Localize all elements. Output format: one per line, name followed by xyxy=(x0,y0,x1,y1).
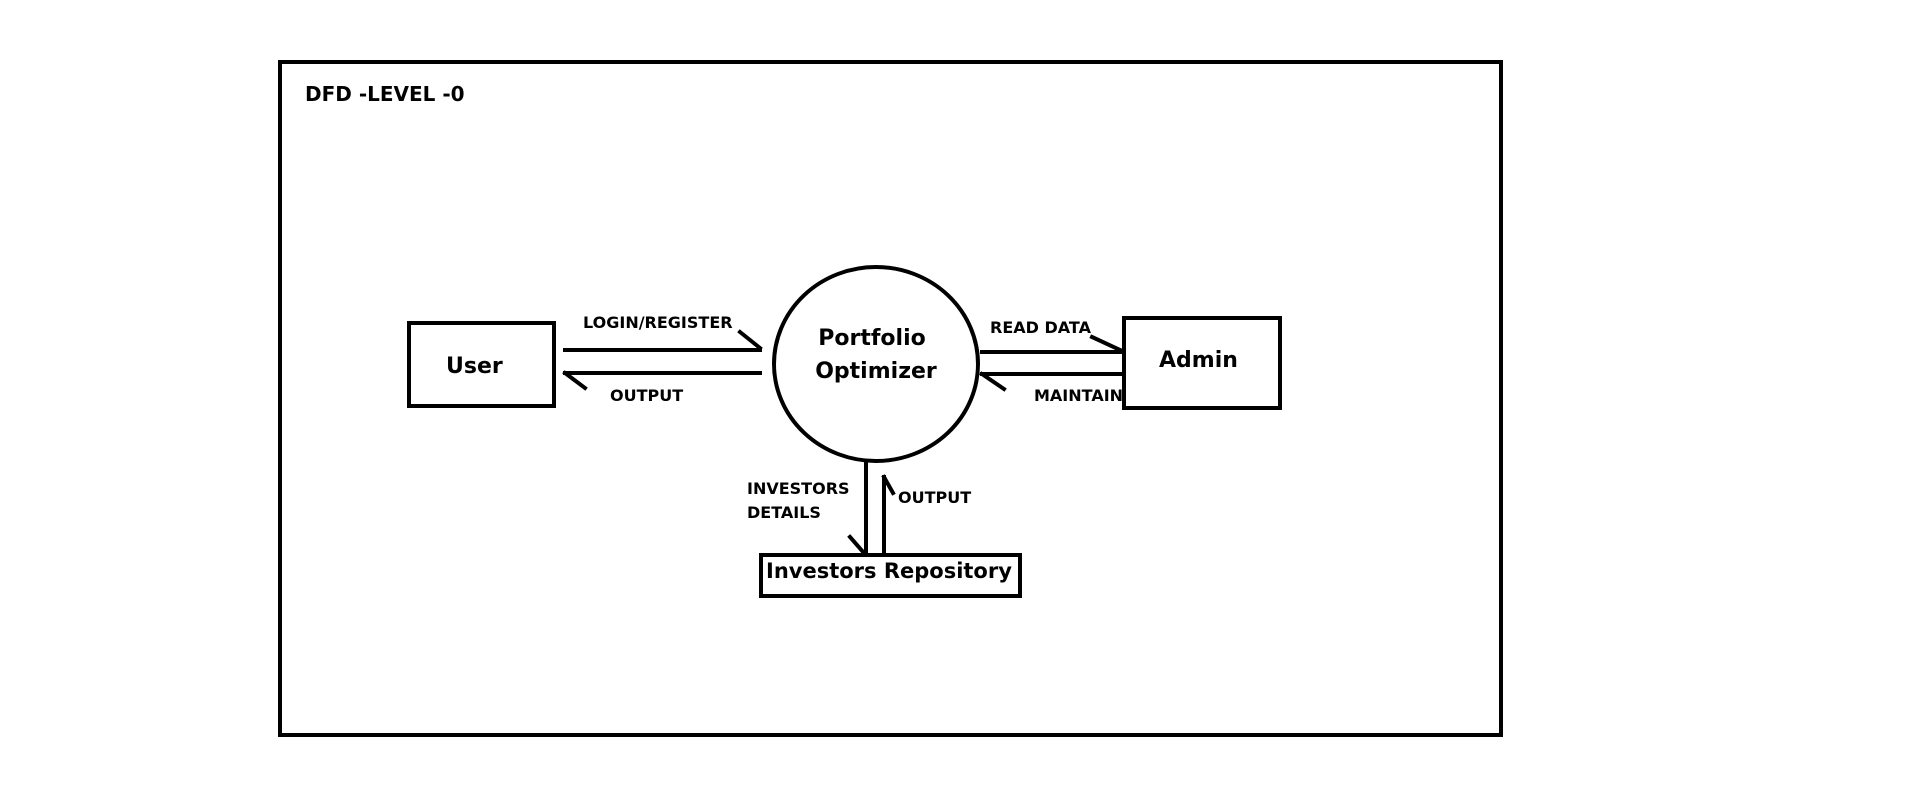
flow-read-data: READ DATA xyxy=(980,318,1123,354)
flow-output-repository: OUTPUT xyxy=(881,474,971,555)
process-circle xyxy=(772,265,980,463)
process-portfolio-optimizer[interactable]: Portfolio Optimizer xyxy=(772,265,980,463)
diagram-title: DFD -LEVEL -0 xyxy=(305,82,465,106)
process-label-line2: Optimizer xyxy=(815,359,937,384)
flow-output-user: OUTPUT xyxy=(562,370,762,405)
data-store-label: Investors Repository xyxy=(766,559,1012,583)
flow-investors-details-label-line2: DETAILS xyxy=(747,503,821,522)
entity-admin-box xyxy=(1122,316,1282,410)
flow-output-user-label: OUTPUT xyxy=(610,386,683,405)
diagram-frame xyxy=(278,60,1503,737)
entity-user-label: User xyxy=(446,354,503,379)
data-store-investors-repository[interactable]: Investors Repository xyxy=(759,553,1022,598)
flow-login-register-label: LOGIN/REGISTER xyxy=(583,313,733,332)
flow-maintain: MAINTAIN xyxy=(979,371,1123,405)
flow-read-data-label: READ DATA xyxy=(990,318,1092,337)
entity-admin[interactable]: Admin xyxy=(1122,316,1282,410)
flow-investors-details-label-line1: INVESTORS xyxy=(747,479,850,498)
flow-maintain-label: MAINTAIN xyxy=(1034,386,1123,405)
entity-user-box xyxy=(407,321,556,408)
entity-user[interactable]: User xyxy=(407,321,556,408)
flow-output-repository-label: OUTPUT xyxy=(898,488,971,507)
flow-login-register: LOGIN/REGISTER xyxy=(563,313,763,352)
entity-admin-label: Admin xyxy=(1159,348,1238,373)
process-label-line1: Portfolio xyxy=(818,326,926,351)
data-store-box xyxy=(759,553,1022,598)
flow-investors-details: INVESTORS DETAILS xyxy=(747,460,868,556)
